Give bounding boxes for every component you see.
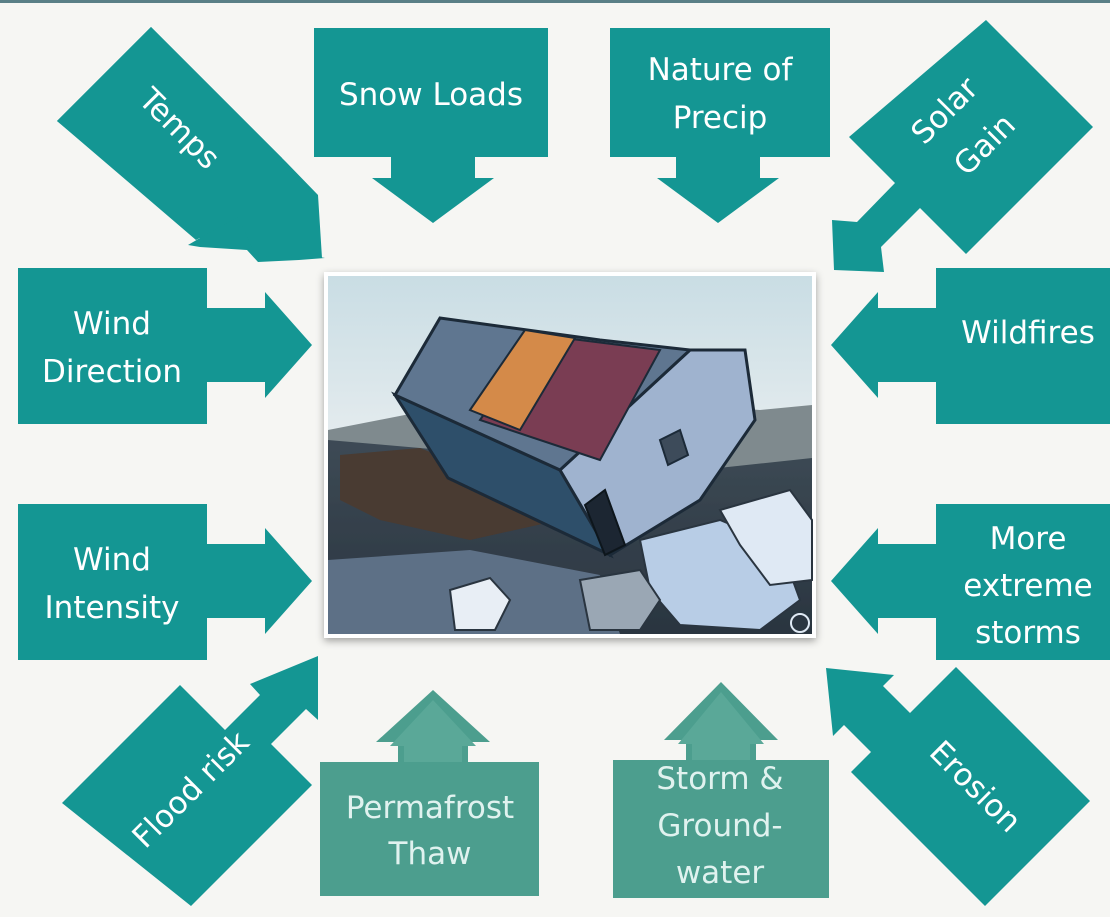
solar-gain-arrow-shape xyxy=(832,20,1093,272)
snow-loads-arrow: Snow Loads xyxy=(314,28,548,223)
erosion-arrow: Erosion xyxy=(826,667,1090,906)
photo-mud xyxy=(340,448,560,540)
storm-groundwater-arrow: Storm & Ground- water xyxy=(613,682,829,898)
nature-of-precip-label-line1: Nature of xyxy=(648,52,794,88)
center-photo xyxy=(324,272,816,638)
wind-intensity-label-line1: Wind xyxy=(73,542,151,578)
permafrost-thaw-arrow-shape xyxy=(320,762,539,896)
wind-direction-label-line2: Direction xyxy=(42,354,182,390)
more-extreme-storms-arrow-shape xyxy=(831,504,1110,660)
wind-direction-arrow: Wind Direction xyxy=(18,268,312,424)
snow-loads-arrow-shape xyxy=(314,28,548,223)
storm-groundwater-label-line1: Storm & xyxy=(656,761,783,797)
storm-groundwater-label-line3: water xyxy=(676,855,765,891)
more-extreme-storms-label-line3: storms xyxy=(975,615,1081,651)
flood-risk-arrow-shape xyxy=(62,656,318,906)
photo-house-window xyxy=(658,428,690,467)
erosion-arrow-shape xyxy=(826,667,1090,906)
photo-corner-badge xyxy=(790,613,810,633)
more-extreme-storms-arrow: More extreme storms xyxy=(831,504,1110,660)
more-extreme-storms-label-line1: More xyxy=(990,521,1067,557)
flood-risk-arrow: Flood risk xyxy=(62,656,318,906)
photo-house-roof-insulation xyxy=(468,328,577,432)
temps-arrow: Temps xyxy=(57,27,325,262)
storm-groundwater-arrow-head-inner xyxy=(678,692,764,760)
wildfires-arrow: Wildfires xyxy=(831,268,1110,424)
permafrost-thaw-label-line1: Permafrost xyxy=(346,790,514,826)
storm-groundwater-arrow-shape xyxy=(613,760,829,898)
temps-arrow-shape-b xyxy=(57,27,322,258)
wind-intensity-arrow: Wind Intensity xyxy=(18,504,312,660)
photo-ice-block-3 xyxy=(448,576,512,631)
permafrost-thaw-arrow-head-inner xyxy=(390,700,476,762)
wind-direction-label-line1: Wind xyxy=(73,306,151,342)
photo-debris xyxy=(578,568,662,631)
wildfires-arrow-shape xyxy=(831,268,1110,424)
nature-of-precip-arrow: Nature of Precip xyxy=(610,28,830,223)
storm-groundwater-label-line2: Ground- xyxy=(657,808,782,844)
permafrost-thaw-arrow: Permafrost Thaw xyxy=(320,690,539,896)
photo-house-door xyxy=(583,488,627,557)
snow-loads-label: Snow Loads xyxy=(339,77,523,113)
more-extreme-storms-label-line2: extreme xyxy=(963,568,1092,604)
wind-direction-arrow-shape xyxy=(18,268,312,424)
nature-of-precip-label-line2: Precip xyxy=(673,100,768,136)
solar-gain-arrow: Solar Gain xyxy=(832,20,1093,272)
nature-of-precip-arrow-shape xyxy=(610,28,830,223)
photo-ice-block-2 xyxy=(718,488,813,587)
top-rule xyxy=(0,0,1110,3)
wind-intensity-arrow-shape xyxy=(18,504,312,660)
wildfires-label: Wildfires xyxy=(961,315,1095,351)
permafrost-thaw-label-line2: Thaw xyxy=(388,836,472,872)
wind-intensity-label-line2: Intensity xyxy=(45,590,180,626)
